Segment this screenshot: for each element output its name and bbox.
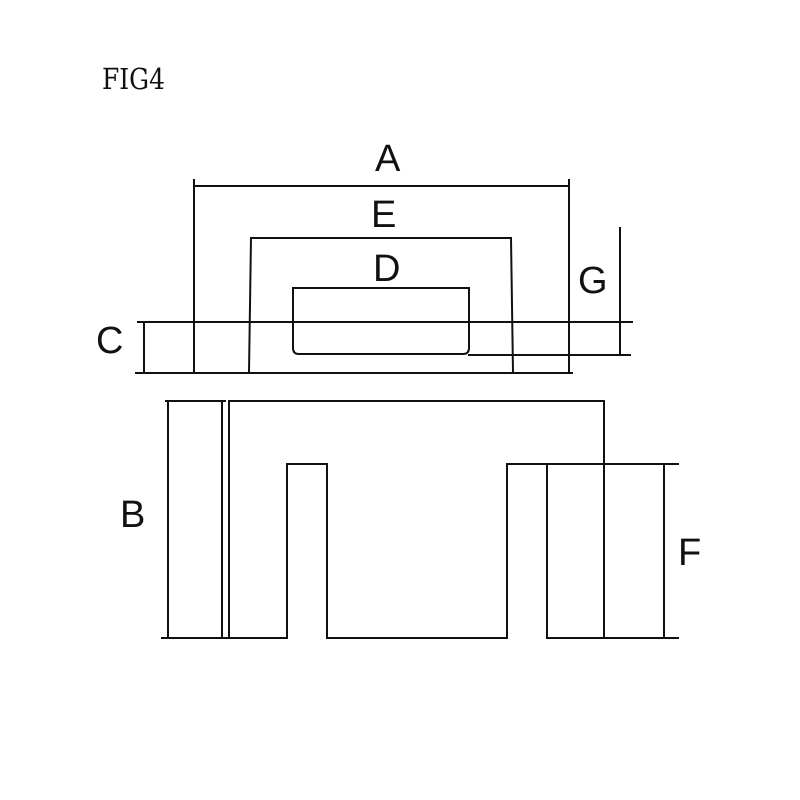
top-view (135, 179, 633, 374)
extension-line-e-left (247, 236, 253, 374)
label-g: G (578, 260, 608, 302)
slot-outline-d (292, 287, 470, 355)
e-core-outline (228, 400, 605, 639)
label-c: C (96, 320, 124, 362)
label-e: E (371, 194, 397, 236)
front-view (161, 400, 679, 639)
label-b: B (120, 494, 146, 536)
label-a: A (375, 138, 401, 180)
figure-title: FIG4 (102, 62, 165, 96)
label-d: D (373, 248, 401, 290)
label-f: F (678, 532, 702, 574)
extension-line-e-right (509, 236, 515, 374)
